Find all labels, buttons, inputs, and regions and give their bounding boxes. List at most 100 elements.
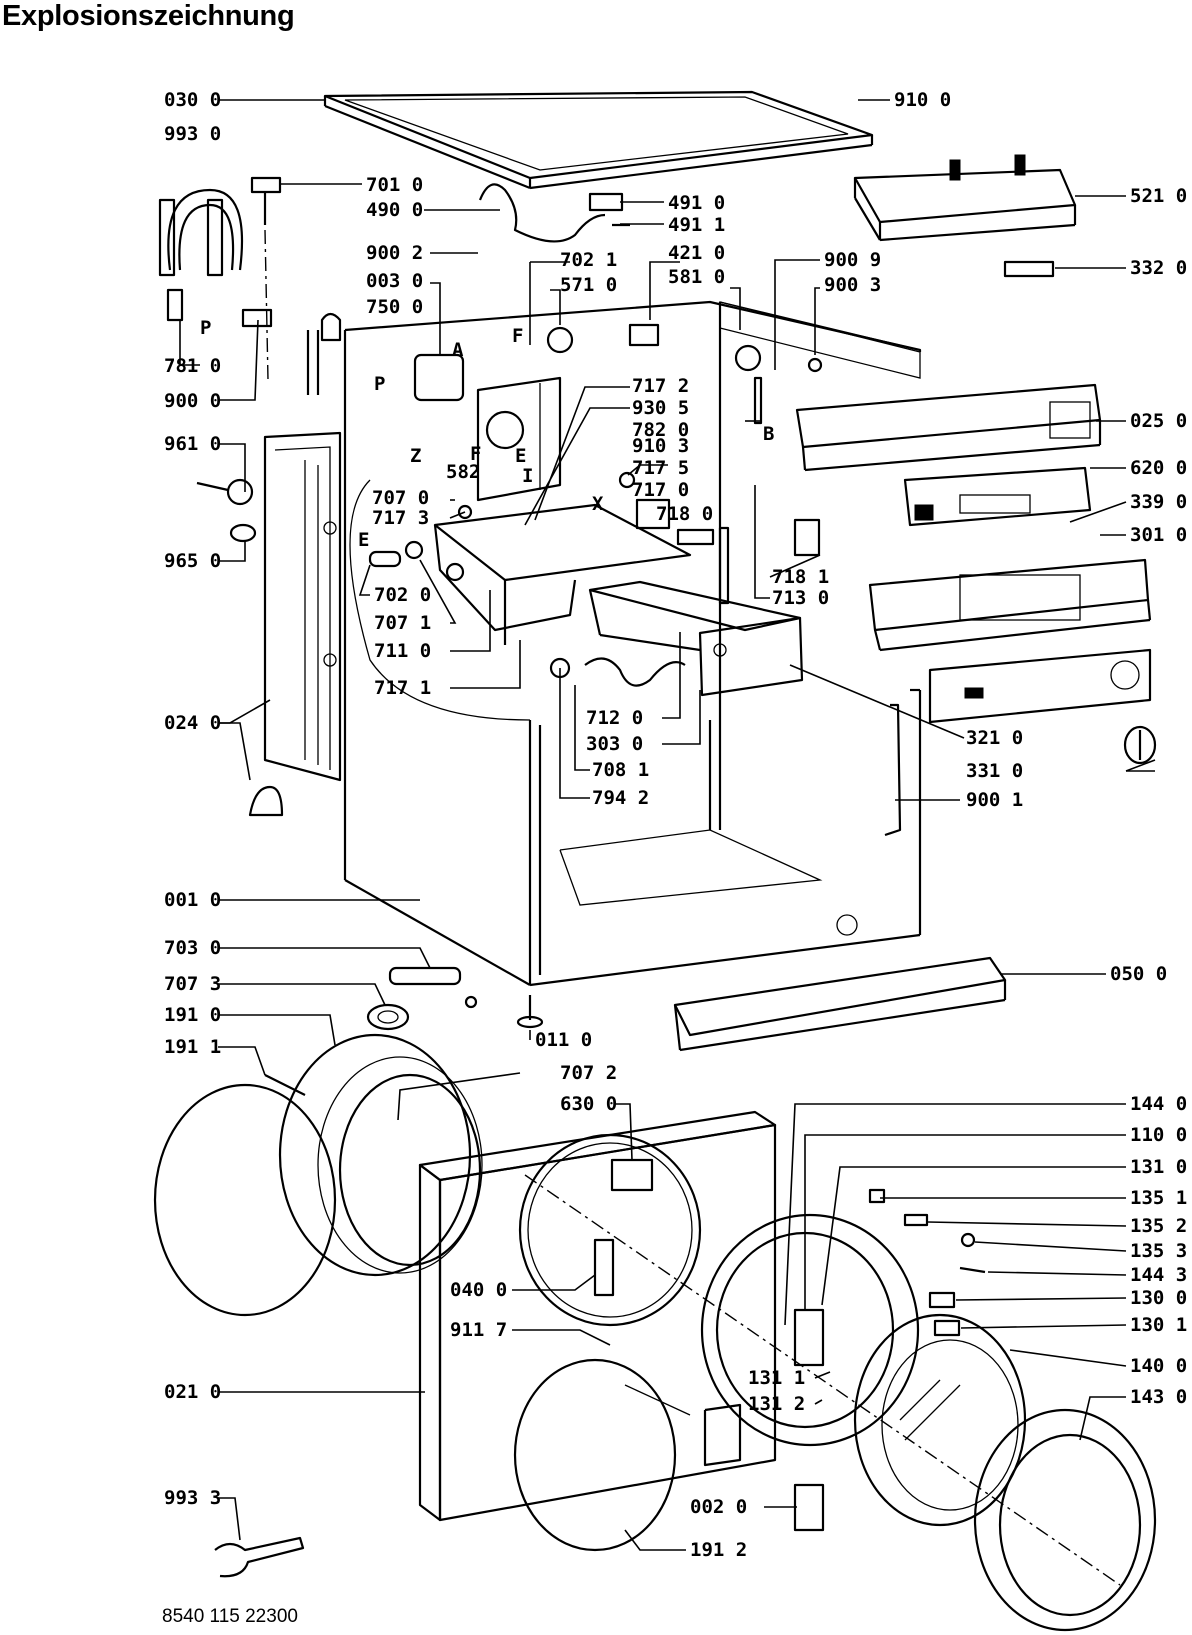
control-label	[928, 648, 1152, 724]
control-unit	[853, 154, 1077, 242]
label-993-3: 993 3	[164, 1487, 221, 1509]
label-630-0: 630 0	[560, 1093, 617, 1115]
marker-p-2: P	[374, 373, 385, 395]
misc-small-parts	[196, 312, 823, 721]
label-024-0: 024 0	[164, 712, 221, 734]
label-794-2: 794 2	[592, 787, 649, 809]
label-718-0: 718 0	[656, 503, 713, 525]
marker-e-2: E	[358, 529, 369, 551]
label-491-1: 491 1	[668, 214, 725, 236]
label-712-0: 712 0	[586, 707, 643, 729]
label-421-0: 421 0	[668, 242, 725, 264]
detergent-drawer	[588, 580, 804, 697]
marker-z: Z	[410, 445, 421, 467]
marker-b: B	[763, 423, 774, 445]
label-711-0: 711 0	[374, 640, 431, 662]
foot	[516, 995, 544, 1029]
label-143-0: 143 0	[1130, 1386, 1187, 1408]
drum-front-cover	[513, 1358, 677, 1552]
plinth	[673, 956, 1007, 1052]
label-521-0: 521 0	[1130, 185, 1187, 207]
door-outer-ring	[973, 1408, 1157, 1632]
label-144-0: 144 0	[1130, 1093, 1187, 1115]
label-135-2: 135 2	[1130, 1215, 1187, 1237]
label-900-1: 900 1	[966, 789, 1023, 811]
label-620-0: 620 0	[1130, 457, 1187, 479]
label-961-0: 961 0	[164, 433, 221, 455]
label-701-0: 701 0	[366, 174, 423, 196]
door-inner-ring	[700, 1213, 920, 1447]
marker-f-1: F	[512, 325, 523, 347]
label-717-3: 717 3	[372, 507, 429, 529]
label-900-2: 900 2	[366, 242, 423, 264]
marker-i: I	[522, 465, 533, 487]
label-332-0: 332 0	[1130, 257, 1187, 279]
label-582: 582	[446, 461, 480, 483]
label-713-0: 713 0	[772, 587, 829, 609]
label-702-1: 702 1	[560, 249, 617, 271]
front-panel	[418, 1110, 777, 1522]
label-717-5: 717 5	[632, 457, 689, 479]
label-993-0: 993 0	[164, 123, 221, 145]
label-910-0: 910 0	[894, 89, 951, 111]
label-002-0: 002 0	[690, 1496, 747, 1518]
drum	[153, 1033, 483, 1317]
label-130-0: 130 0	[1130, 1287, 1187, 1309]
marker-e-1: E	[515, 445, 526, 467]
label-339-0: 339 0	[1130, 491, 1187, 513]
label-191-0: 191 0	[164, 1004, 221, 1026]
label-491-0: 491 0	[668, 192, 725, 214]
label-708-1: 708 1	[592, 759, 649, 781]
top-cover	[323, 90, 874, 190]
label-571-0: 571 0	[560, 274, 617, 296]
label-707-3: 707 3	[164, 973, 221, 995]
label-781-0: 781 0	[164, 355, 221, 377]
leader-lines	[179, 99, 1156, 1551]
label-131-0: 131 0	[1130, 1156, 1187, 1178]
label-011-0: 011 0	[535, 1029, 592, 1051]
document-number: 8540 115 22300	[162, 1606, 298, 1627]
fascia-panel	[868, 558, 1152, 652]
label-301-0: 301 0	[1130, 524, 1187, 546]
label-910-3: 910 3	[632, 435, 689, 457]
label-130-1: 130 1	[1130, 1314, 1187, 1336]
label-900-3: 900 3	[824, 274, 881, 296]
drawer-hose	[549, 657, 686, 687]
label-965-0: 965 0	[164, 550, 221, 572]
label-703-0: 703 0	[164, 937, 221, 959]
label-131-1: 131 1	[748, 1367, 805, 1389]
cabinet-body	[343, 300, 922, 987]
inlet-valve	[250, 176, 282, 381]
side-panel	[248, 431, 342, 817]
detergent-housing	[433, 376, 692, 645]
service-cover	[793, 1483, 825, 1532]
label-135-1: 135 1	[1130, 1187, 1187, 1209]
label-144-3: 144 3	[1130, 1264, 1187, 1286]
door-hinge-parts	[868, 1188, 986, 1337]
drum-shaft	[366, 966, 478, 1031]
label-707-1: 707 1	[374, 612, 431, 634]
label-911-7: 911 7	[450, 1319, 507, 1341]
label-717-2: 717 2	[632, 375, 689, 397]
label-110-0: 110 0	[1130, 1124, 1187, 1146]
label-191-1: 191 1	[164, 1036, 221, 1058]
electronic-module	[903, 466, 1092, 527]
label-131-2: 131 2	[748, 1393, 805, 1415]
label-303-0: 303 0	[586, 733, 643, 755]
label-030-0: 030 0	[164, 89, 221, 111]
label-702-0: 702 0	[374, 584, 431, 606]
part-number-labels: 030 0 993 0 701 0 490 0 491 0 491 1 910 …	[164, 89, 1187, 1561]
page-title: Explosionszeichnung	[2, 0, 295, 32]
marker-a: A	[452, 339, 464, 361]
label-191-2: 191 2	[690, 1539, 747, 1561]
label-930-5: 930 5	[632, 397, 689, 419]
label-717-0: 717 0	[632, 479, 689, 501]
label-707-2: 707 2	[560, 1062, 617, 1084]
marker-p-1: P	[200, 317, 211, 339]
label-900-0: 900 0	[164, 390, 221, 412]
marker-x: X	[592, 493, 604, 515]
label-040-0: 040 0	[450, 1279, 507, 1301]
label-581-0: 581 0	[668, 266, 725, 288]
door-switch-strip	[884, 703, 902, 837]
